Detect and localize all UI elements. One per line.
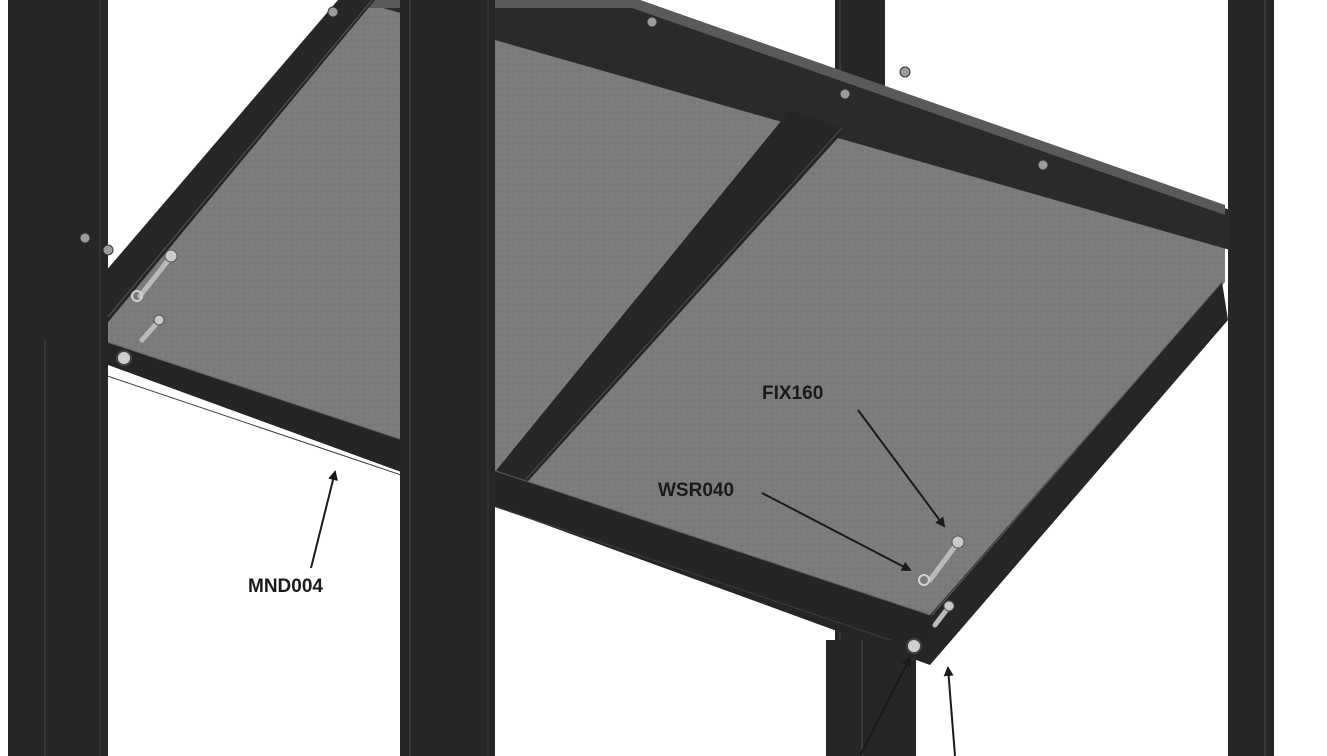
arrow-bolt-lower [943,666,956,756]
bolt-right-lower [932,600,955,628]
front-middle-post [400,0,495,756]
bolt-fix160-right [927,535,965,583]
arrow-washer-lower [859,656,911,756]
callout-arrows [310,409,956,756]
label-fix160: FIX160 [762,383,824,404]
label-wsr040: WSR040 [658,480,735,501]
washer-wsr040-left [131,290,143,302]
bolt-left-lower [139,314,165,343]
shelf-panel-MND004 [45,0,1230,665]
back-right-post [1228,0,1274,756]
washer-right-lower [906,638,922,654]
arrow-fix160 [857,409,946,528]
washer-wsr040-right [918,574,930,586]
washer-left-lower [116,350,132,366]
front-left-post [8,0,108,756]
front-right-post [826,640,916,756]
label-mnd004: MND004 [248,576,323,597]
arrow-wsr040 [761,492,912,571]
rail-nuts [79,6,1049,256]
bolt-fix160-left [137,249,178,299]
arrow-mnd004 [310,470,338,569]
